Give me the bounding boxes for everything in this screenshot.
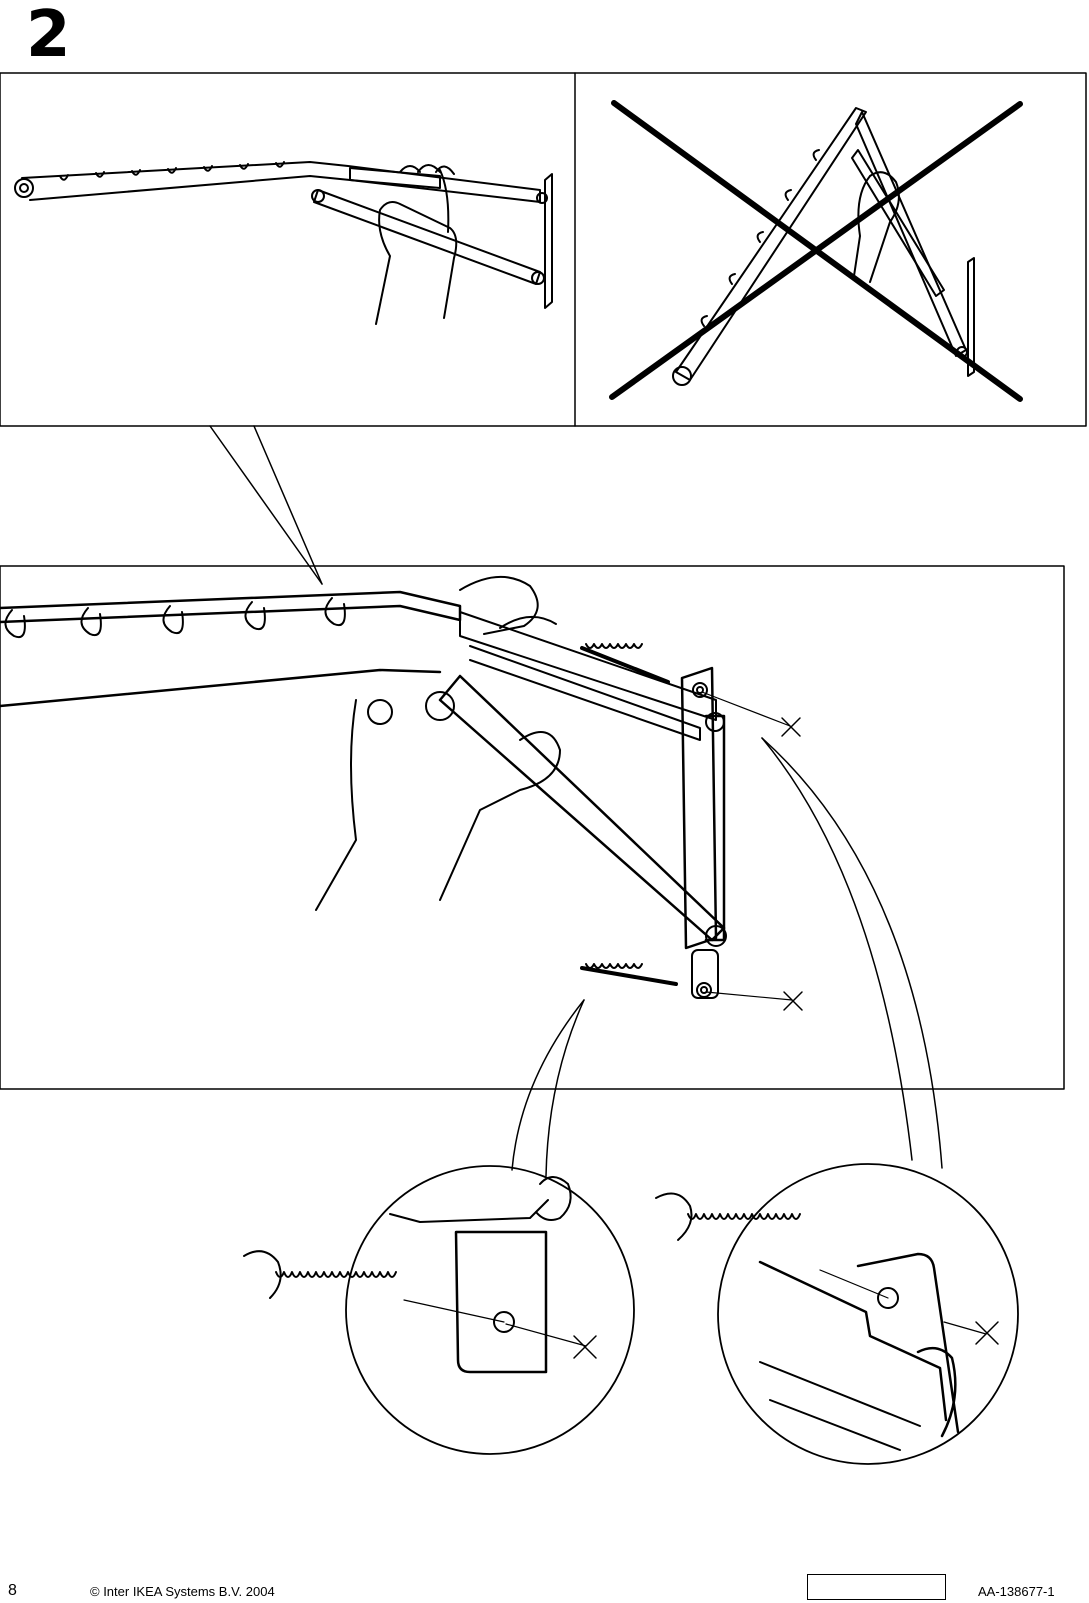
upper-screw-zoom xyxy=(656,1164,1018,1464)
zoom-pointer-top xyxy=(210,426,322,584)
wall-mounting-detail xyxy=(0,566,1064,1089)
zoom-pointer-upper xyxy=(762,738,942,1168)
footer-blank-box xyxy=(807,1574,946,1600)
document-code: AA-138677-1 xyxy=(978,1584,1055,1599)
lower-screw-zoom xyxy=(244,1166,634,1454)
correct-handling-illustration xyxy=(15,162,552,324)
drill-mark-icon xyxy=(976,1322,998,1344)
zoom-pointer-lower xyxy=(512,1000,584,1176)
page-number: 8 xyxy=(8,1582,17,1600)
drill-mark-icon xyxy=(574,1336,596,1358)
drill-mark-icon xyxy=(782,718,802,1010)
copyright-notice: © Inter IKEA Systems B.V. 2004 xyxy=(90,1584,275,1599)
cross-out-icon xyxy=(612,103,1020,399)
incorrect-handling-illustration xyxy=(612,103,1020,399)
